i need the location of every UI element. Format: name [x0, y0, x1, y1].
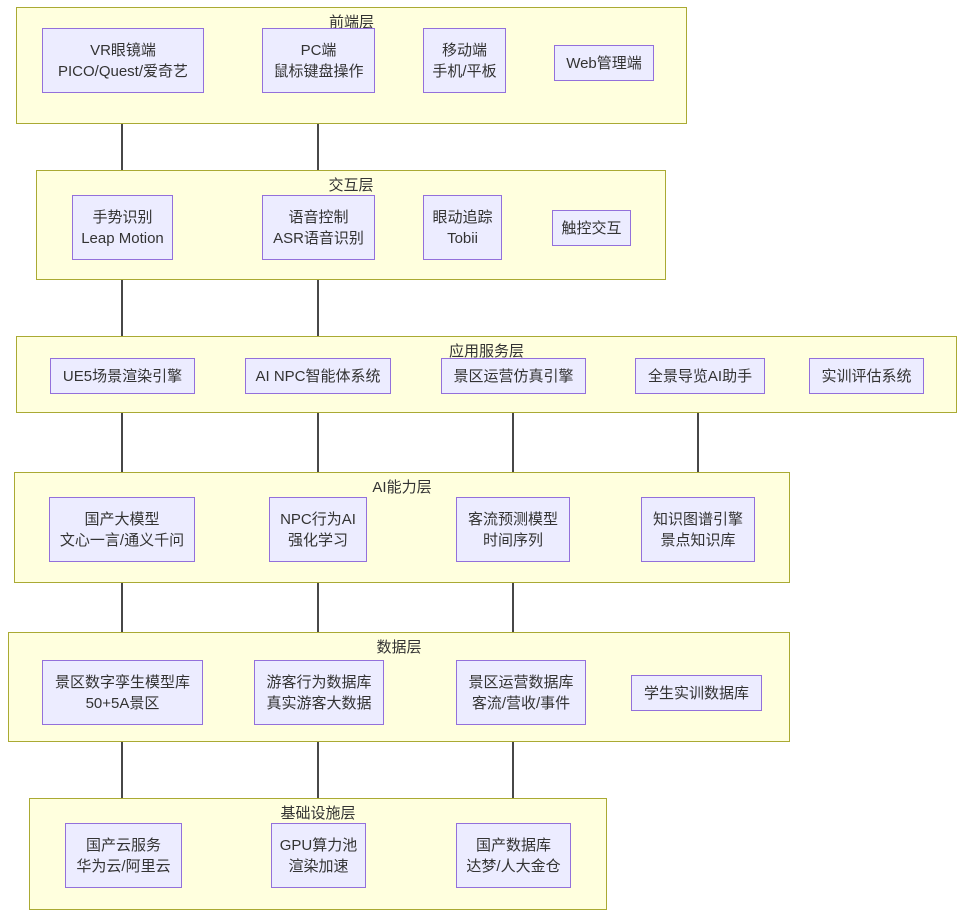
node-ue5[interactable]: UE5场景渲染引擎	[50, 358, 195, 394]
node-sim[interactable]: 景区运营仿真引擎	[441, 358, 586, 394]
node-label-line: 客流/营收/事件	[471, 694, 571, 712]
node-label-line: 50+5A景区	[85, 694, 160, 712]
node-label-line: 鼠标键盘操作	[273, 62, 364, 80]
node-llm[interactable]: 国产大模型文心一言/通义千问	[49, 497, 195, 562]
node-label-line: 景区运营仿真引擎	[453, 367, 574, 385]
node-label-line: 客流预测模型	[467, 510, 558, 528]
node-label-line: 景区数字孪生模型库	[54, 673, 190, 691]
node-label-line: 游客行为数据库	[266, 673, 372, 691]
node-opdata[interactable]: 景区运营数据库客流/营收/事件	[456, 660, 586, 725]
node-label-line: 达梦/人大金仓	[466, 857, 561, 875]
node-gesture[interactable]: 手势识别 Leap Motion	[72, 195, 173, 260]
node-label-line: Leap Motion	[81, 229, 164, 247]
node-label-line: ASR语音识别	[273, 229, 364, 247]
node-label-line: 国产云服务	[85, 836, 161, 854]
node-label-line: 知识图谱引擎	[652, 510, 743, 528]
node-label-line: 真实游客大数据	[266, 694, 372, 712]
node-label-line: 手机/平板	[432, 62, 497, 80]
node-label-line: 时间序列	[482, 531, 543, 549]
node-label-line: 华为云/阿里云	[76, 857, 171, 875]
node-cloud[interactable]: 国产云服务华为云/阿里云	[65, 823, 182, 888]
node-label-line: PC端	[300, 41, 337, 59]
node-twin[interactable]: 景区数字孪生模型库 50+5A景区	[42, 660, 203, 725]
node-label-line: 语音控制	[288, 208, 349, 226]
node-label-line: PICO/Quest/爱奇艺	[57, 62, 189, 80]
node-label-line: AI NPC智能体系统	[255, 367, 381, 385]
node-ainpc[interactable]: AI NPC智能体系统	[245, 358, 391, 394]
node-label-line: 移动端	[441, 41, 487, 59]
node-label-line: 景点知识库	[660, 531, 736, 549]
node-label-line: 手势识别	[92, 208, 153, 226]
node-assess[interactable]: 实训评估系统	[809, 358, 924, 394]
node-touch[interactable]: 触控交互	[552, 210, 631, 246]
layer-title-ai: AI能力层	[372, 479, 432, 496]
layer-title-infrastructure: 基础设施层	[280, 805, 356, 822]
node-label-line: Tobii	[447, 229, 478, 247]
node-label-line: 触控交互	[561, 219, 622, 237]
node-label-line: 学生实训数据库	[643, 684, 749, 702]
node-label-line: Web管理端	[566, 54, 642, 72]
node-label-line: VR眼镜端	[90, 41, 156, 59]
node-label-line: 景区运营数据库	[468, 673, 574, 691]
node-guide[interactable]: 全景导览AI助手	[635, 358, 765, 394]
node-label-line: 全景导览AI助手	[647, 367, 753, 385]
node-kg[interactable]: 知识图谱引擎景点知识库	[641, 497, 755, 562]
node-eye[interactable]: 眼动追踪 Tobii	[423, 195, 502, 260]
node-web[interactable]: Web管理端	[554, 45, 654, 81]
node-label-line: GPU算力池	[279, 836, 358, 854]
node-behavior[interactable]: 游客行为数据库真实游客大数据	[254, 660, 384, 725]
layer-title-data: 数据层	[376, 639, 422, 656]
node-label-line: UE5场景渲染引擎	[62, 367, 183, 385]
node-voice[interactable]: 语音控制 ASR语音识别	[262, 195, 375, 260]
node-label-line: NPC行为AI	[280, 510, 356, 528]
node-npcai[interactable]: NPC行为AI 强化学习	[269, 497, 367, 562]
node-label-line: 眼动追踪	[432, 208, 493, 226]
node-label-line: 国产数据库	[475, 836, 551, 854]
layer-title-interaction: 交互层	[328, 177, 374, 194]
node-mobile[interactable]: 移动端手机/平板	[423, 28, 506, 93]
node-label-line: 实训评估系统	[821, 367, 912, 385]
node-label-line: 国产大模型	[84, 510, 160, 528]
node-label-line: 文心一言/通义千问	[59, 531, 185, 549]
node-vr[interactable]: VR眼镜端 PICO/Quest/爱奇艺	[42, 28, 204, 93]
node-gpu[interactable]: GPU算力池渲染加速	[271, 823, 366, 888]
node-label-line: 强化学习	[287, 531, 348, 549]
node-student[interactable]: 学生实训数据库	[631, 675, 762, 711]
node-pc[interactable]: PC端鼠标键盘操作	[262, 28, 375, 93]
node-db[interactable]: 国产数据库达梦/人大金仓	[456, 823, 571, 888]
node-flow[interactable]: 客流预测模型时间序列	[456, 497, 570, 562]
node-label-line: 渲染加速	[288, 857, 349, 875]
